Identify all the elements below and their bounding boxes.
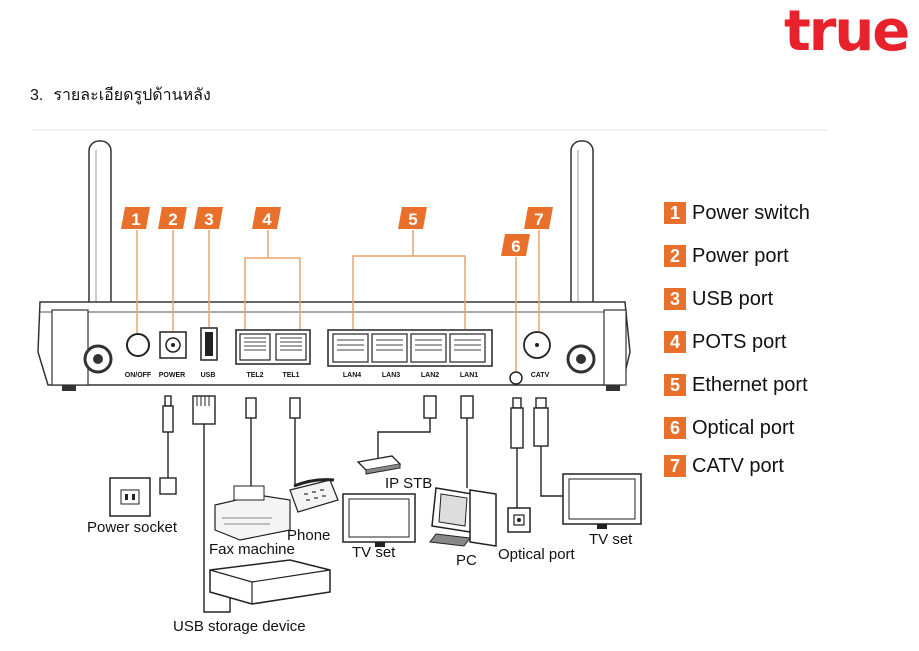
section-number: 3. <box>30 87 44 104</box>
callout-2: 2 <box>158 207 187 229</box>
legend-badge: 1 <box>664 202 686 224</box>
legend-label: Power switch <box>692 201 810 224</box>
label-pc: PC <box>456 552 477 569</box>
catv-port <box>523 331 551 359</box>
callout-1: 1 <box>121 207 150 229</box>
tel-ports <box>235 329 311 365</box>
optical-port-device <box>507 507 531 533</box>
ip-stb-device <box>356 455 402 475</box>
legend-badge: 3 <box>664 288 686 310</box>
label-fax-machine: Fax machine <box>209 541 295 558</box>
svg-text:1: 1 <box>131 210 140 229</box>
optical-port-jack <box>509 371 523 385</box>
legend-item: 1 Power switch <box>664 201 810 225</box>
svg-text:2: 2 <box>168 210 177 229</box>
legend-badge: 5 <box>664 374 686 396</box>
label-tv-set-1: TV set <box>352 544 396 561</box>
legend-label: Ethernet port <box>692 373 808 396</box>
svg-text:4: 4 <box>262 210 272 229</box>
port-label-onoff: ON/OFF <box>125 372 152 379</box>
true-logo: true <box>784 0 910 64</box>
label-phone: Phone <box>287 527 330 544</box>
port-label-catv: CATV <box>531 372 550 379</box>
port-label-lan4: LAN4 <box>343 372 361 379</box>
legend-badge: 6 <box>664 417 686 439</box>
port-label-usb: USB <box>201 372 216 379</box>
leader-lines <box>136 230 540 371</box>
legend-label: Power port <box>692 244 789 267</box>
legend-badge: 4 <box>664 331 686 353</box>
label-power-socket: Power socket <box>87 519 178 536</box>
label-ip-stb: IP STB <box>385 475 432 492</box>
legend-item: 6 Optical port <box>664 416 794 440</box>
callout-7: 7 <box>524 207 553 229</box>
tv-set-2-device <box>562 473 642 529</box>
callout-4: 4 <box>252 207 281 229</box>
port-label-tel1: TEL1 <box>282 372 299 379</box>
legend-label: USB port <box>692 287 774 310</box>
lan-ports <box>327 329 493 367</box>
label-usb-storage: USB storage device <box>173 618 306 635</box>
cables <box>159 395 574 613</box>
power-switch <box>126 333 150 357</box>
legend-item: 4 POTS port <box>664 330 786 354</box>
callout-3: 3 <box>194 207 223 229</box>
callout-6: 6 <box>501 234 530 256</box>
legend-item: 3 USB port <box>664 287 773 311</box>
svg-text:6: 6 <box>511 237 520 256</box>
pc-device <box>429 487 497 547</box>
legend-label: POTS port <box>692 330 787 353</box>
port-label-lan3: LAN3 <box>382 372 400 379</box>
legend-badge: 7 <box>664 455 686 477</box>
legend-label: Optical port <box>692 416 795 439</box>
svg-text:7: 7 <box>534 210 543 229</box>
section-heading: 3. รายละเอียดรูปด้านหลัง <box>30 83 211 108</box>
legend-item: 5 Ethernet port <box>664 373 808 397</box>
fax-machine-device <box>214 485 291 541</box>
legend-item: 7 CATV port <box>664 454 784 478</box>
port-label-lan2: LAN2 <box>421 372 439 379</box>
callout-5: 5 <box>398 207 427 229</box>
svg-text:5: 5 <box>408 210 417 229</box>
usb-storage-device <box>209 559 331 605</box>
power-port <box>159 331 187 359</box>
usb-port <box>200 327 218 361</box>
legend-label: CATV port <box>692 454 784 477</box>
section-title: รายละเอียดรูปด้านหลัง <box>53 87 211 104</box>
port-label-lan1: LAN1 <box>460 372 478 379</box>
power-socket-device <box>109 477 151 517</box>
legend-item: 2 Power port <box>664 244 789 268</box>
label-optical-port: Optical port <box>498 546 576 563</box>
port-label-power: POWER <box>159 372 185 379</box>
label-tv-set-2: TV set <box>589 531 633 548</box>
tv-set-1-device <box>342 493 416 547</box>
legend-badge: 2 <box>664 245 686 267</box>
port-label-tel2: TEL2 <box>246 372 263 379</box>
svg-text:3: 3 <box>204 210 213 229</box>
phone-device <box>289 478 339 513</box>
